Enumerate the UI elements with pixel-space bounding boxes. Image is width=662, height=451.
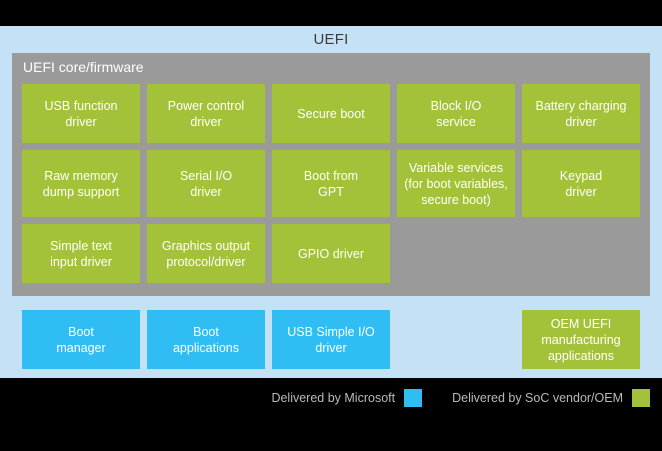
uefi-application-row: Boot manager Boot applications USB Simpl… — [22, 310, 640, 369]
uefi-core-firmware-region: UEFI core/firmware USB function driver P… — [12, 53, 650, 296]
application-box[interactable]: Boot manager — [22, 310, 140, 369]
legend-swatch-icon — [632, 389, 650, 407]
component-box[interactable]: Battery charging driver — [522, 84, 640, 143]
legend-label: Delivered by SoC vendor/OEM — [452, 391, 623, 405]
component-row: Raw memory dump support Serial I/O drive… — [22, 150, 640, 217]
uefi-panel-title: UEFI — [313, 31, 349, 48]
uefi-core-firmware-label: UEFI core/firmware — [23, 59, 144, 75]
component-box[interactable]: USB function driver — [22, 84, 140, 143]
application-box[interactable]: OEM UEFI manufacturing applications — [522, 310, 640, 369]
component-box[interactable]: Block I/O service — [397, 84, 515, 143]
component-row: USB function driver Power control driver… — [22, 84, 640, 143]
legend-item-soc-vendor-oem: Delivered by SoC vendor/OEM — [452, 389, 650, 407]
component-box[interactable]: Power control driver — [147, 84, 265, 143]
uefi-core-component-grid: USB function driver Power control driver… — [22, 84, 640, 283]
component-box[interactable]: Boot from GPT — [272, 150, 390, 217]
component-box[interactable]: Raw memory dump support — [22, 150, 140, 217]
component-box[interactable]: Graphics output protocol/driver — [147, 224, 265, 283]
legend-item-microsoft: Delivered by Microsoft — [271, 389, 423, 407]
legend-swatch-icon — [404, 389, 423, 407]
legend-label: Delivered by Microsoft — [271, 391, 396, 405]
application-box[interactable]: Boot applications — [147, 310, 265, 369]
component-box[interactable]: Keypad driver — [522, 150, 640, 217]
component-row: Simple text input driver Graphics output… — [22, 224, 640, 283]
component-box[interactable]: Variable services (for boot variables, s… — [397, 150, 515, 217]
component-box[interactable]: GPIO driver — [272, 224, 390, 283]
legend: Delivered by Microsoft Delivered by SoC … — [0, 378, 662, 418]
component-box[interactable]: Simple text input driver — [22, 224, 140, 283]
component-box[interactable]: Serial I/O driver — [147, 150, 265, 217]
uefi-panel: UEFI UEFI core/firmware USB function dri… — [0, 26, 662, 378]
component-box[interactable]: Secure boot — [272, 84, 390, 143]
application-box[interactable]: USB Simple I/O driver — [272, 310, 390, 369]
